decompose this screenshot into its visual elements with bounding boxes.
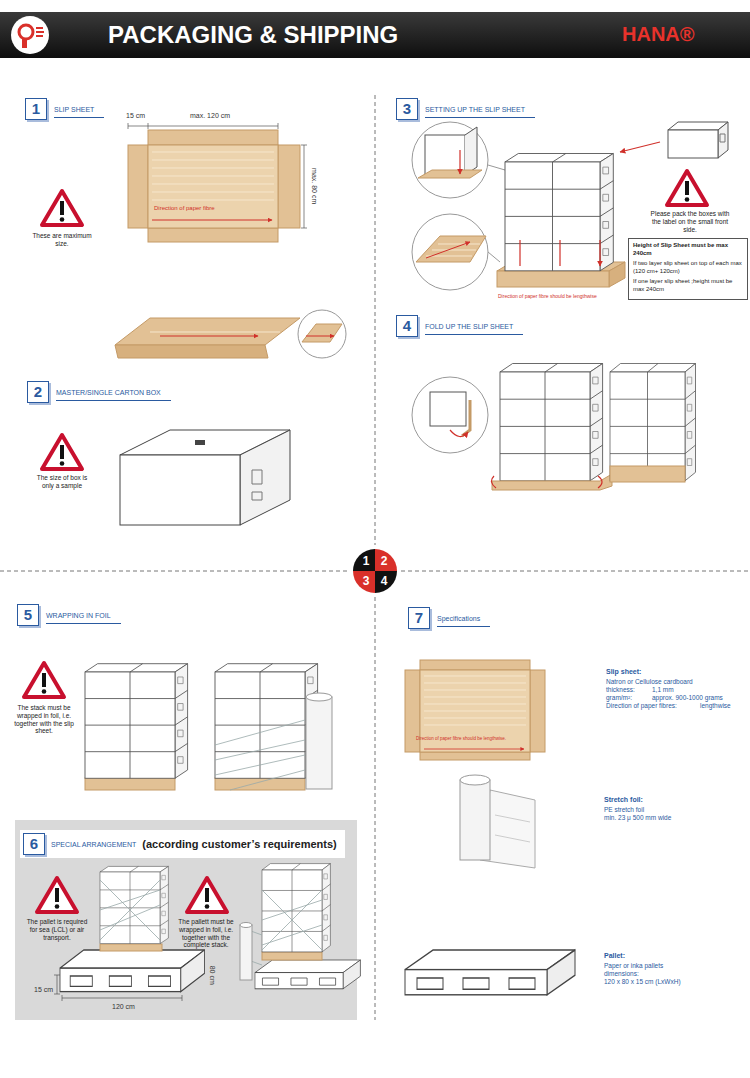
label-text: gram/m²:: [606, 694, 632, 702]
label-text: thickness:: [606, 686, 635, 694]
label-text: The pallet is required for sea (LCL) or …: [22, 918, 92, 941]
quadrant-number: 4: [377, 574, 391, 588]
label-text: 15 cm: [34, 986, 53, 994]
label-text: Direction of paper fibre should be lengt…: [416, 736, 506, 741]
step-number: 4: [397, 316, 417, 335]
foil-drawing: [85, 664, 332, 790]
step-number: 2: [28, 382, 48, 401]
label-text: 120 cm: [112, 1003, 135, 1011]
label-text: The stack must be wrapped in foil, i.e. …: [12, 704, 76, 735]
step-number-box: 3SETTING UP THE SLIP SHEET: [396, 98, 418, 120]
step-heading: SLIP SHEET: [54, 106, 104, 118]
label-text: The size of box is only a sample: [30, 474, 94, 490]
step-number-box: 2MASTER/SINGLE CARTON BOX: [27, 381, 49, 403]
step-number: 3: [397, 99, 417, 118]
step-heading: FOLD UP THE SLIP SHEET: [425, 323, 523, 335]
note-text: If two layer slip sheet on top of each m…: [633, 260, 743, 275]
label-text: min. 23 μ 500 mm wide: [604, 814, 671, 822]
page-title: PACKAGING & SHIPPING: [108, 21, 398, 50]
carton-box: [120, 430, 290, 525]
label-text: 15 cm: [126, 112, 145, 120]
step-number-box: 4FOLD UP THE SLIP SHEET: [396, 315, 418, 337]
label-text: max. 80 cm: [310, 168, 318, 204]
quadrant-circle: 1234: [353, 549, 397, 593]
quadrant-number: 1: [359, 554, 373, 568]
label-text: Stretch foil:: [604, 796, 643, 804]
step-number: 1: [26, 99, 46, 118]
divider-lines: [0, 95, 750, 1020]
fold-up-drawing: [412, 364, 696, 491]
step-heading: Specifications: [437, 615, 490, 627]
label-text: 120 x 80 x 15 cm (LxWxH): [604, 978, 681, 986]
label-text: Please pack the boxes with the label on …: [648, 210, 732, 233]
fold-drawing: [115, 310, 346, 358]
label-text: approx. 900-1000 grams: [652, 694, 723, 702]
step-number: 7: [409, 608, 429, 627]
slip-sheet-drawing: [128, 123, 307, 242]
step-number: 6: [23, 833, 45, 855]
label-text: Direction of paper fibre should be lengt…: [498, 293, 597, 299]
label-text: Direction of paper fibres:: [606, 702, 677, 710]
step-heading: MASTER/SINGLE CARTON BOX: [56, 389, 171, 401]
label-text: These are maximum size.: [30, 232, 94, 248]
step-number-box: 1SLIP SHEET: [25, 98, 47, 120]
quadrant-number: 2: [377, 554, 391, 568]
label-text: lengthwise: [700, 702, 731, 710]
header-band: [0, 12, 750, 58]
label-text: Pallet:: [604, 952, 625, 960]
label-text: max. 120 cm: [190, 112, 230, 120]
spec-drawings: [405, 660, 575, 995]
label-text: 80 cm: [208, 965, 216, 984]
quadrant: [375, 571, 397, 593]
note-text: Height of Slip Sheet must be max 240cm: [633, 242, 743, 257]
label-text: 1,1 mm: [652, 686, 674, 694]
quadrant: [375, 549, 397, 571]
label-text: Paper or inka pallets: [604, 962, 663, 970]
quadrant: [353, 549, 375, 571]
label-text: HANA®: [622, 22, 695, 46]
note-text: If one layer slip sheet ;height must be …: [633, 278, 743, 293]
step-number: 5: [18, 605, 38, 624]
step-heading: WRAPPING IN FOIL: [46, 612, 121, 624]
step-number-box: 5WRAPPING IN FOIL: [17, 604, 39, 626]
label-text: The pallett must be wrapped in foil, i.e…: [176, 918, 236, 949]
label-text: Slip sheet:: [606, 668, 641, 676]
step-heading: SPECIAL ARRANGEMENT: [51, 841, 136, 848]
step-number-box: 7Specifications: [408, 607, 430, 629]
step-heading: SETTING UP THE SLIP SHEET: [425, 106, 535, 118]
step-header-bar: 6 SPECIAL ARRANGEMENT (according customer’…: [20, 830, 345, 858]
quadrant-number: 3: [359, 574, 373, 588]
step-heading: (according customer’s requirements): [142, 838, 336, 850]
label-text: dimensions:: [604, 970, 639, 978]
quadrant: [353, 571, 375, 593]
note-box: Height of Slip Sheet must be max 240cmIf…: [628, 238, 748, 300]
label-text: Natron or Cellulose cardboard: [606, 678, 693, 686]
circle-quadrants: [353, 549, 397, 593]
label-text: Direction of paper fibre: [154, 205, 215, 212]
special-panel: [15, 820, 360, 1020]
label-text: PE stretch foil: [604, 806, 644, 814]
